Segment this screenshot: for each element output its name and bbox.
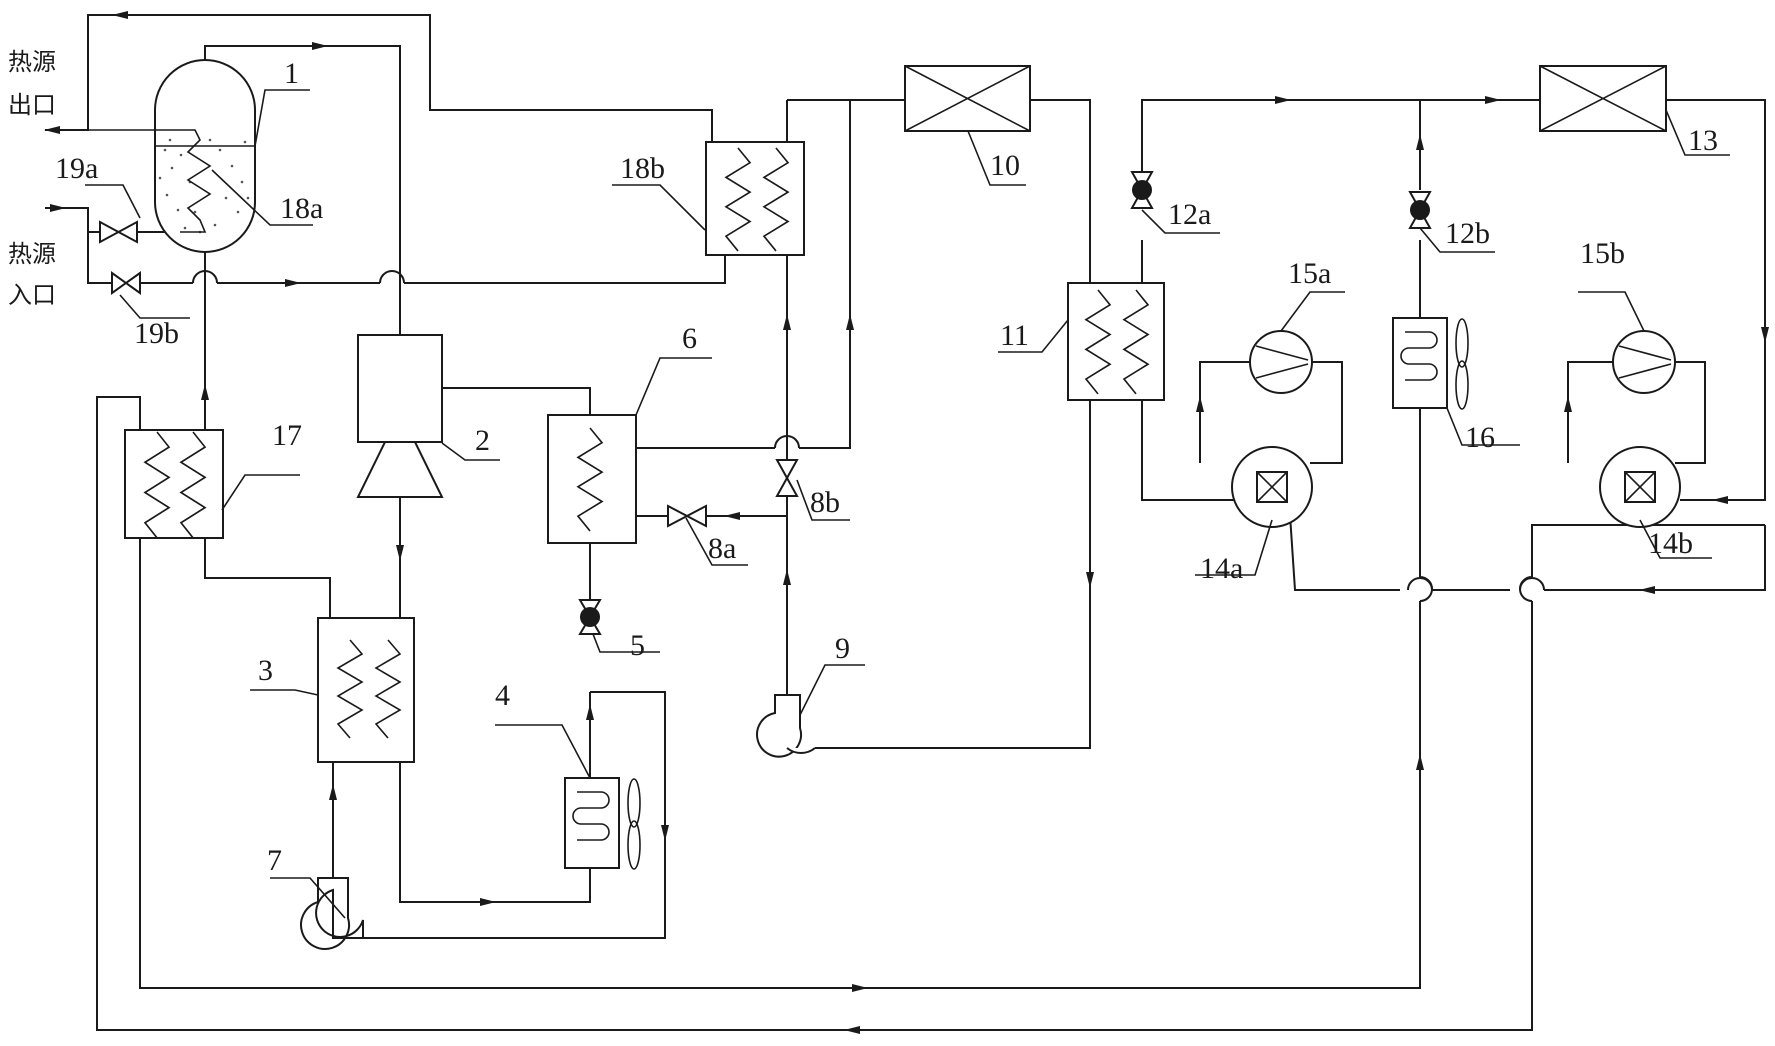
label-15b: 15b bbox=[1580, 237, 1625, 270]
label-11: 11 bbox=[1000, 319, 1029, 352]
heat-exchanger-17 bbox=[125, 430, 223, 538]
valve-8a bbox=[668, 506, 706, 526]
separator-2 bbox=[358, 335, 442, 497]
label-16: 16 bbox=[1465, 421, 1495, 454]
heat-exchanger-6 bbox=[548, 415, 636, 543]
label-2: 2 bbox=[475, 424, 490, 457]
label-7: 7 bbox=[267, 844, 282, 877]
expansion-valve-5 bbox=[580, 600, 600, 634]
label-1: 1 bbox=[284, 57, 299, 90]
fan-coil-4 bbox=[565, 778, 640, 869]
component-labels: 1 18a 19a 19b 18b 2 6 17 3 4 5 7 8a 8b 9… bbox=[55, 57, 1718, 877]
heat-exchanger-11 bbox=[1068, 283, 1164, 400]
valve-8b bbox=[777, 460, 797, 496]
pump-9 bbox=[757, 695, 815, 757]
label-17: 17 bbox=[272, 419, 302, 452]
heat-source-outlet-line1: 热源 bbox=[8, 48, 56, 76]
pump-7 bbox=[301, 878, 363, 949]
compressor-15a bbox=[1250, 331, 1312, 393]
heat-source-labels: 热源 出口 热源 入口 bbox=[8, 48, 56, 309]
label-8b: 8b bbox=[810, 486, 840, 519]
label-15a: 15a bbox=[1288, 257, 1331, 290]
flow-arrows bbox=[44, 11, 1769, 1034]
heat-source-inlet-line2: 入口 bbox=[8, 281, 56, 309]
fan-coil-16 bbox=[1393, 318, 1468, 409]
terminal-unit-10 bbox=[905, 66, 1030, 131]
label-4: 4 bbox=[495, 679, 510, 712]
heat-exchanger-18b bbox=[706, 142, 804, 255]
heat-source-outlet-line2: 出口 bbox=[8, 91, 56, 119]
four-way-valve-14a bbox=[1232, 447, 1312, 527]
expansion-valve-12b bbox=[1410, 192, 1430, 228]
label-6: 6 bbox=[682, 322, 697, 355]
heat-source-inlet-line1: 热源 bbox=[8, 240, 56, 268]
label-14b: 14b bbox=[1648, 527, 1693, 560]
label-12b: 12b bbox=[1445, 217, 1490, 250]
valve-19b bbox=[112, 273, 140, 293]
label-12a: 12a bbox=[1168, 198, 1211, 231]
label-14a: 14a bbox=[1200, 552, 1243, 585]
terminal-unit-13 bbox=[1540, 66, 1666, 131]
four-way-valve-14b bbox=[1600, 447, 1680, 527]
expansion-valve-12a bbox=[1132, 172, 1152, 208]
label-9: 9 bbox=[835, 632, 850, 665]
label-19a: 19a bbox=[55, 152, 98, 185]
label-8a: 8a bbox=[708, 532, 736, 565]
label-18a: 18a bbox=[280, 192, 323, 225]
label-3: 3 bbox=[258, 654, 273, 687]
label-13: 13 bbox=[1688, 124, 1718, 157]
label-18b: 18b bbox=[620, 152, 665, 185]
valve-19a bbox=[100, 222, 137, 242]
compressor-15b bbox=[1613, 331, 1675, 393]
label-19b: 19b bbox=[134, 317, 179, 350]
label-10: 10 bbox=[990, 149, 1020, 182]
heat-exchanger-3 bbox=[318, 618, 414, 762]
label-5: 5 bbox=[630, 629, 645, 662]
